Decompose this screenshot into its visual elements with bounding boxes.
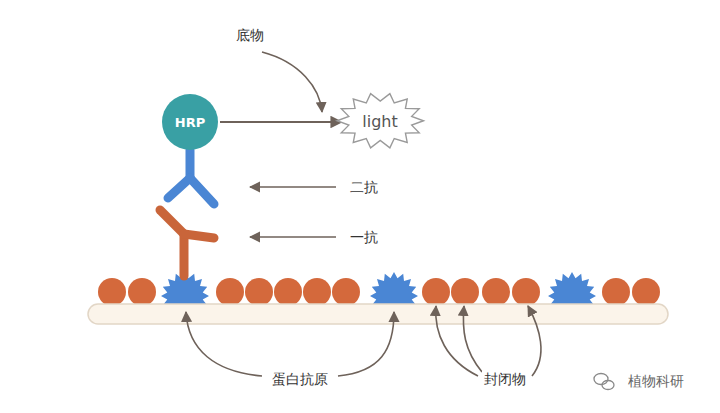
blocking-agent <box>422 278 450 306</box>
secondary-antibody <box>168 150 214 204</box>
node-label: HRP <box>175 115 205 130</box>
part-label: 蛋白抗原 <box>270 371 330 389</box>
blocking-agent <box>303 278 331 306</box>
enzyme-circle: HRP <box>162 94 218 150</box>
part-label: 一抗 <box>348 229 380 247</box>
membrane <box>88 304 668 324</box>
primary-arm <box>160 210 184 234</box>
watermark: 植物科研 <box>626 373 686 391</box>
blocking-agent <box>482 278 510 306</box>
secondary-arm <box>190 178 214 204</box>
blocking-agent <box>274 278 302 306</box>
light-burst: light <box>336 92 424 150</box>
primary-stem <box>180 234 189 276</box>
pointer-arrows <box>186 52 541 376</box>
blocking-agent <box>512 278 540 306</box>
primary-pointer <box>250 236 336 238</box>
blocker-group <box>98 278 660 306</box>
blocker-leader <box>463 306 482 372</box>
watermark-icon <box>594 374 614 390</box>
blocking-agent <box>451 278 479 306</box>
reaction-arrow <box>220 121 342 123</box>
blocker-leader <box>436 306 478 376</box>
blocking-agent <box>602 278 630 306</box>
part-label: 二抗 <box>348 179 380 197</box>
blocking-agent <box>128 278 156 306</box>
blocking-agent <box>98 278 126 306</box>
part-label: 封闭物 <box>482 371 528 389</box>
blocker-leader <box>528 306 541 376</box>
substrate-arrow <box>262 52 322 112</box>
burst-shape <box>337 94 423 148</box>
primary-arm <box>184 234 214 238</box>
blocking-agent <box>632 278 660 306</box>
node-label: light <box>362 112 397 131</box>
part-label: 底物 <box>234 27 266 45</box>
antigen-leader <box>338 312 394 376</box>
antigen-leader <box>186 312 262 376</box>
primary-antibody <box>160 210 214 276</box>
secondary-pointer <box>250 186 336 188</box>
blocking-agent <box>216 278 244 306</box>
blocking-agent <box>245 278 273 306</box>
blocking-agent <box>332 278 360 306</box>
